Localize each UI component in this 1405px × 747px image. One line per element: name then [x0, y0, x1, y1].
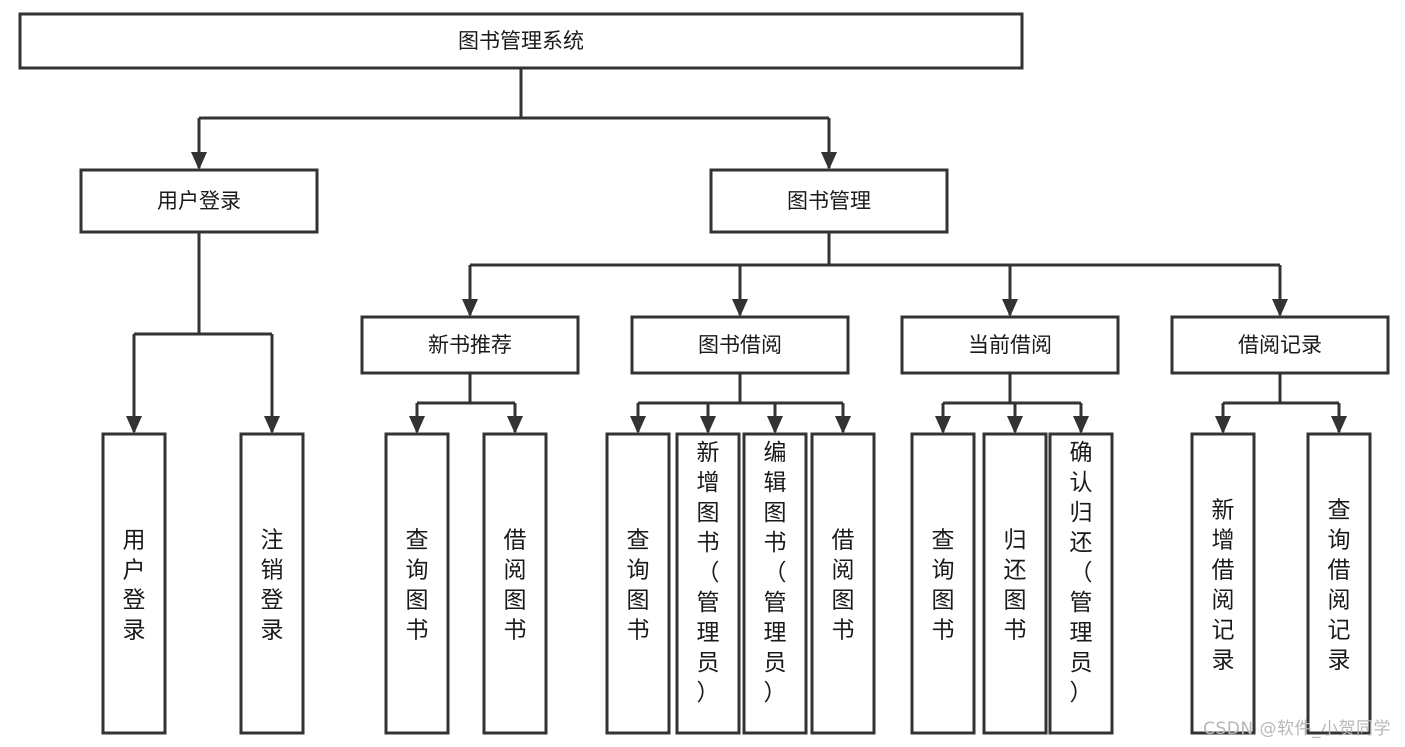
- node-leaf-7-label: 编辑图书（管理员）: [764, 440, 787, 706]
- connectors-layer: [126, 68, 1347, 434]
- node-leaf-2-rect: [239, 432, 305, 735]
- node-leaf-9[interactable]: 查询图书: [910, 432, 976, 735]
- node-level2-1-label: 用户登录: [157, 189, 241, 213]
- node-leaf-7-rect: [742, 432, 808, 735]
- node-leaf-9-label: 查询图书: [932, 528, 955, 644]
- node-leaf-3-label: 查询图书: [406, 528, 429, 644]
- node-leaf-1[interactable]: 用户登录: [101, 432, 167, 735]
- node-leaf-6[interactable]: 新增图书（管理员）: [675, 432, 741, 735]
- node-leaf-3-rect: [384, 432, 450, 735]
- node-leaf-12-label: 新增借阅记录: [1212, 498, 1235, 674]
- node-root[interactable]: 图书管理系统: [18, 12, 1024, 70]
- node-level2-2-label: 图书管理: [787, 189, 871, 213]
- node-leaf-4-rect: [482, 432, 548, 735]
- node-level2-2-rect: [709, 168, 949, 234]
- node-level3-1[interactable]: 新书推荐: [360, 315, 580, 375]
- node-leaf-5-rect: [605, 432, 671, 735]
- node-level2-1[interactable]: 用户登录: [79, 168, 319, 234]
- node-leaf-12-rect: [1190, 432, 1256, 735]
- node-leaf-4-label: 借阅图书: [504, 528, 527, 644]
- node-leaf-8-rect: [810, 432, 876, 735]
- node-leaf-13[interactable]: 查询借阅记录: [1306, 432, 1372, 735]
- node-leaf-12[interactable]: 新增借阅记录: [1190, 432, 1256, 735]
- node-leaf-1-rect: [101, 432, 167, 735]
- node-leaf-11-label: 确认归还（管理员）: [1070, 440, 1093, 706]
- node-leaf-8[interactable]: 借阅图书: [810, 432, 876, 735]
- node-leaf-10-label: 归还图书: [1004, 528, 1027, 644]
- node-level3-2[interactable]: 图书借阅: [630, 315, 850, 375]
- node-leaf-4[interactable]: 借阅图书: [482, 432, 548, 735]
- node-level3-2-rect: [630, 315, 850, 375]
- node-root-rect: [18, 12, 1024, 70]
- node-level3-3[interactable]: 当前借阅: [900, 315, 1120, 375]
- node-leaf-11-rect: [1048, 432, 1114, 735]
- node-leaf-9-rect: [910, 432, 976, 735]
- node-leaf-3[interactable]: 查询图书: [384, 432, 450, 735]
- node-level2-2[interactable]: 图书管理: [709, 168, 949, 234]
- node-leaf-8-label: 借阅图书: [832, 528, 855, 644]
- node-leaf-5[interactable]: 查询图书: [605, 432, 671, 735]
- node-leaf-6-label: 新增图书（管理员）: [697, 440, 720, 706]
- node-leaf-10-rect: [982, 432, 1048, 735]
- node-leaf-13-label: 查询借阅记录: [1328, 498, 1351, 674]
- node-leaf-2-label: 注销登录: [261, 528, 284, 644]
- node-level2-1-rect: [79, 168, 319, 234]
- node-level3-1-label: 新书推荐: [428, 333, 512, 357]
- node-leaf-7[interactable]: 编辑图书（管理员）: [742, 432, 808, 735]
- node-level3-3-label: 当前借阅: [968, 333, 1052, 357]
- node-level3-2-label: 图书借阅: [698, 333, 782, 357]
- node-leaf-6-rect: [675, 432, 741, 735]
- node-root-label: 图书管理系统: [458, 29, 584, 53]
- node-leaf-13-rect: [1306, 432, 1372, 735]
- boxes-layer: 图书管理系统用户登录图书管理新书推荐图书借阅当前借阅借阅记录用户登录注销登录查询…: [18, 12, 1390, 735]
- node-leaf-10[interactable]: 归还图书: [982, 432, 1048, 735]
- node-leaf-1-label: 用户登录: [123, 528, 146, 644]
- node-leaf-11[interactable]: 确认归还（管理员）: [1048, 432, 1114, 735]
- node-leaf-5-label: 查询图书: [627, 528, 650, 644]
- node-level3-4-rect: [1170, 315, 1390, 375]
- node-leaf-2[interactable]: 注销登录: [239, 432, 305, 735]
- node-level3-3-rect: [900, 315, 1120, 375]
- node-level3-4[interactable]: 借阅记录: [1170, 315, 1390, 375]
- node-level3-1-rect: [360, 315, 580, 375]
- node-level3-4-label: 借阅记录: [1238, 333, 1322, 357]
